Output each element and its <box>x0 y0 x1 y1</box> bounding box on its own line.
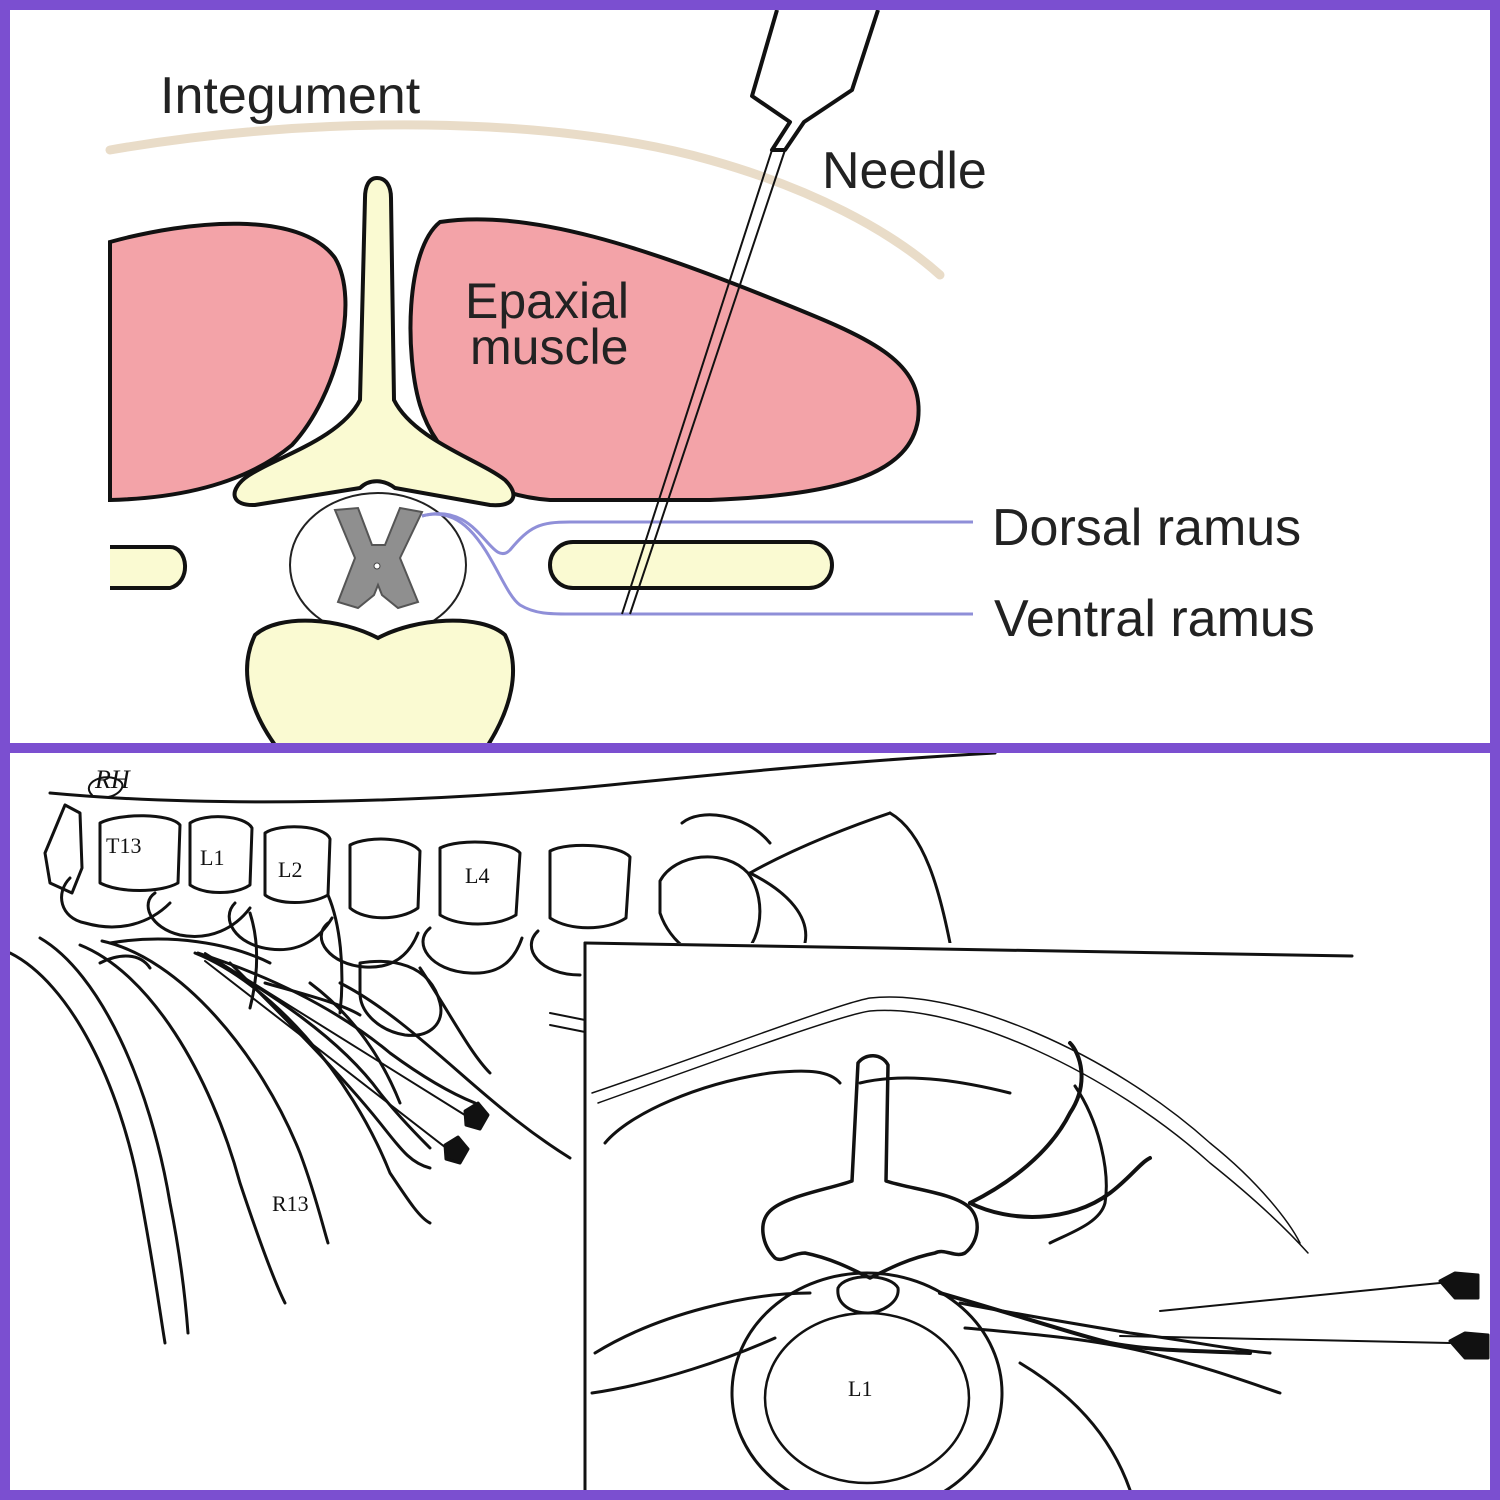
integument-line <box>105 120 945 280</box>
epaxial-muscle-label-line1: Epaxial <box>465 273 629 329</box>
spinal-nerves <box>196 951 572 1170</box>
vertebral-column <box>43 803 952 1037</box>
epaxial-muscle-right <box>408 217 921 502</box>
needle-label: Needle <box>822 142 987 200</box>
integument-label: Integument <box>160 67 421 125</box>
ventral-ramus-label: Ventral ramus <box>994 590 1315 648</box>
vertebra-label-l1: L1 <box>200 845 224 870</box>
inset-cross-section: L1 <box>583 941 1490 1490</box>
signature-flourish <box>88 776 124 799</box>
dorsal-ramus-line <box>421 512 973 555</box>
cross-section-panel: Integument Needle Epaxial muscle Dorsal … <box>10 10 1490 743</box>
needle <box>621 10 880 615</box>
lumbar-spine-diagram: RH <box>10 753 1490 1490</box>
artist-signature: RH <box>94 765 131 794</box>
vertebra-label-l2: L2 <box>278 857 302 882</box>
inset-vertebra-label-l1: L1 <box>848 1376 872 1401</box>
cross-section-diagram: Integument Needle Epaxial muscle Dorsal … <box>105 10 1315 743</box>
lateral-needles <box>204 952 591 1165</box>
ribs <box>10 936 432 1345</box>
inset-vertebral-arch <box>761 1054 979 1280</box>
vertebra-label-t13: T13 <box>106 833 141 858</box>
transverse-process-right <box>548 540 834 590</box>
rib-label-r13: R13 <box>272 1191 309 1216</box>
epaxial-muscle-label-line2: muscle <box>470 319 628 375</box>
vertebra-label-l4: L4 <box>465 863 489 888</box>
transverse-process-left <box>110 545 187 590</box>
ventral-ramus-line <box>421 512 973 616</box>
lateral-lumbar-panel: RH <box>10 753 1490 1490</box>
dorsal-skin-line <box>48 753 997 804</box>
inset-vertebral-body-inner <box>763 1311 971 1485</box>
epaxial-muscle-left <box>108 221 348 503</box>
dorsal-ramus-label: Dorsal ramus <box>992 499 1301 557</box>
vertebral-arch <box>232 175 516 508</box>
grey-matter <box>333 506 424 610</box>
vertebral-body <box>245 618 516 743</box>
inset-vertebral-body-outer <box>730 1271 1004 1490</box>
